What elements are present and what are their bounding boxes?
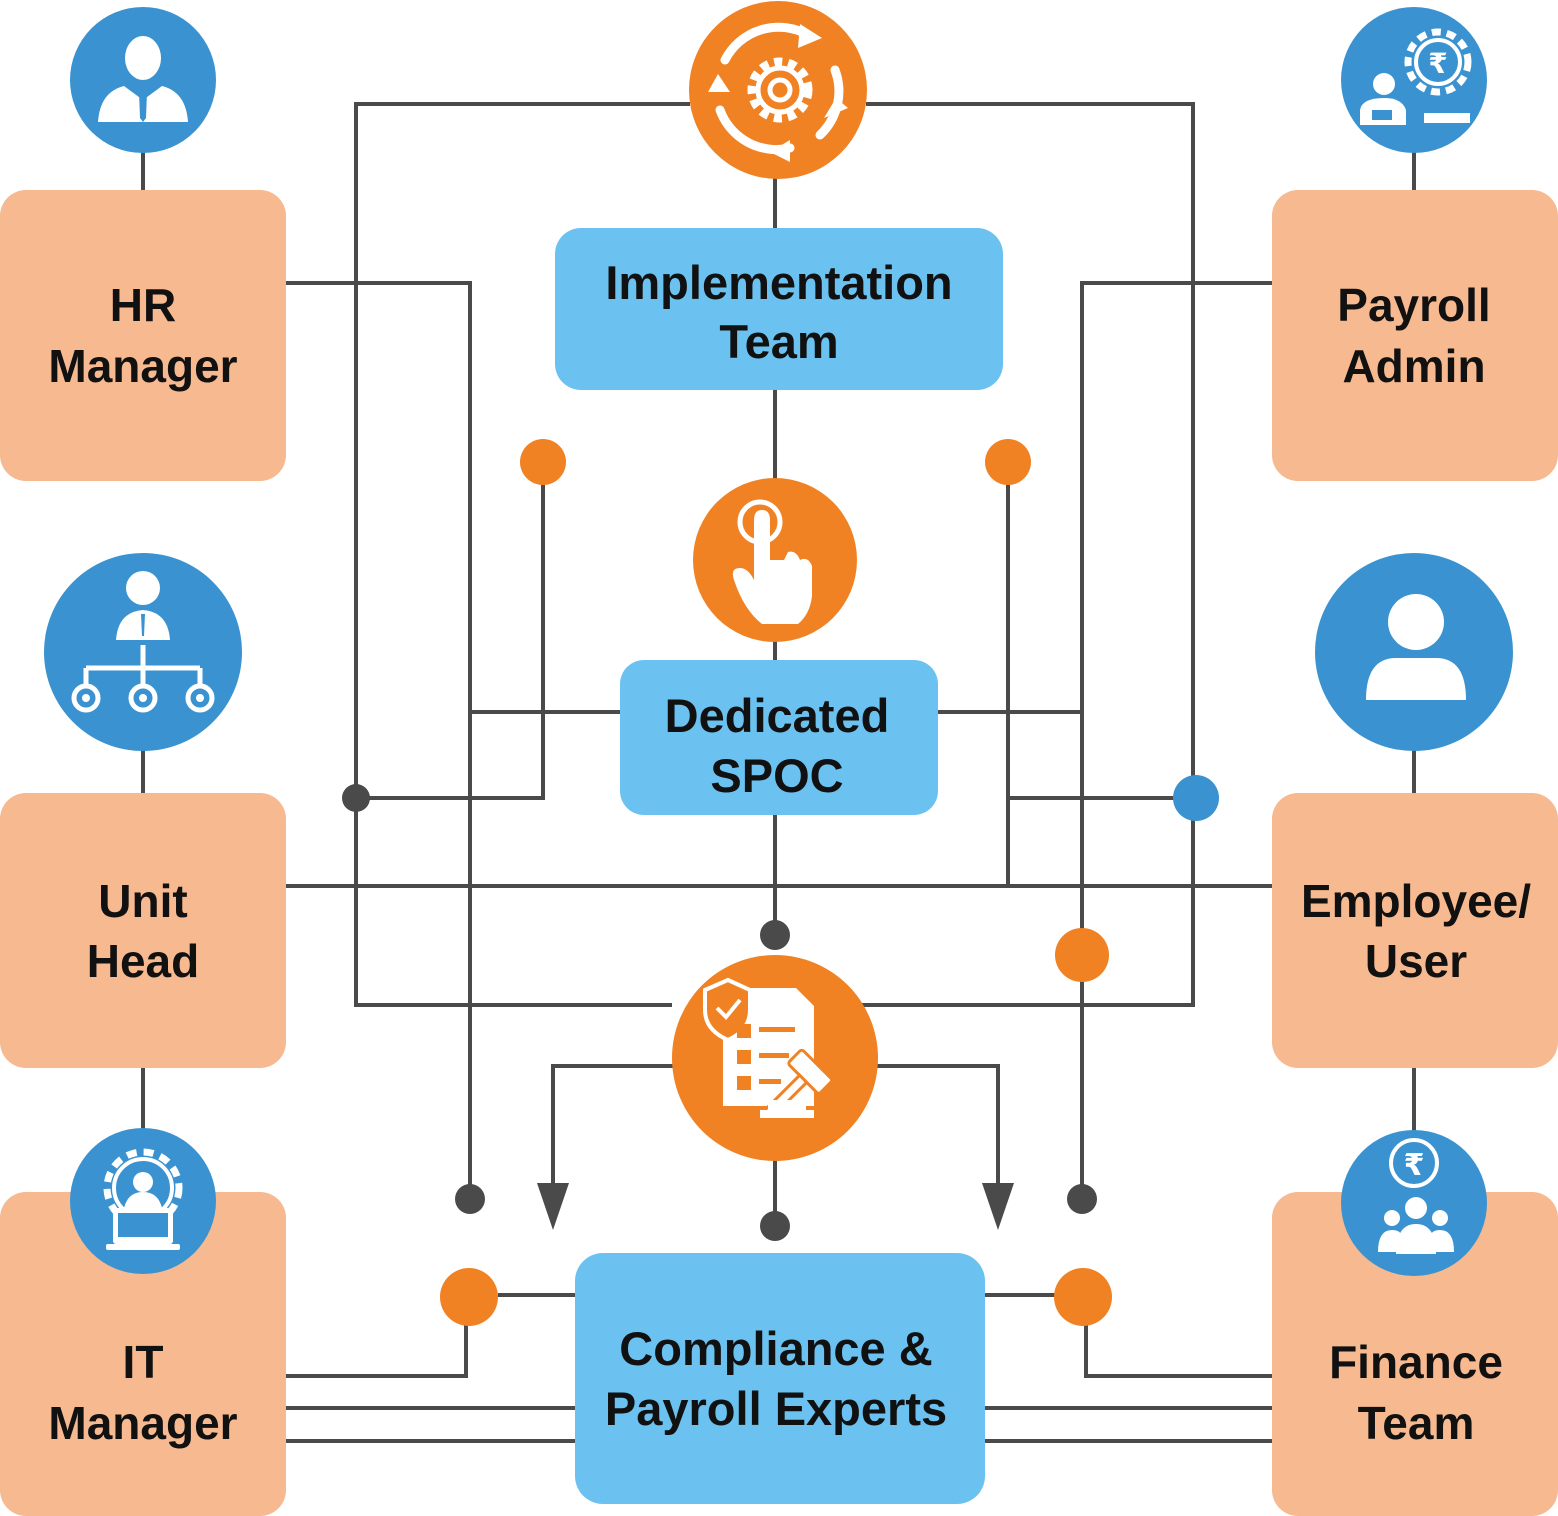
finance-team-label-line2: Team: [1358, 1397, 1475, 1449]
employee-user-label-line2: User: [1365, 935, 1467, 987]
arrow-left-down: [537, 1183, 569, 1230]
connector-lines: [141, 102, 1416, 1443]
it-manager-label-line1: IT: [123, 1336, 164, 1388]
employee-user-label-line1: Employee/: [1301, 875, 1531, 927]
org-hierarchy-icon: [44, 553, 242, 751]
hr-manager-label-line2: Manager: [48, 340, 237, 392]
user-icon: [1315, 553, 1513, 751]
cycle-gear-icon: [689, 1, 867, 179]
compliance-experts-node: Compliance & Payroll Experts: [575, 1253, 985, 1504]
hr-manager-node: HR Manager: [0, 190, 286, 481]
orange-dot: [1054, 1268, 1112, 1326]
business-person-icon: [70, 7, 216, 153]
it-admin-gear-laptop-icon: [70, 1128, 216, 1274]
svg-text:₹: ₹: [1428, 47, 1447, 80]
orange-dot: [1055, 928, 1109, 982]
unit-head-label-line1: Unit: [98, 875, 187, 927]
spoc-label-line2: SPOC: [710, 749, 843, 802]
dark-dot: [342, 784, 370, 812]
arrow-right-down: [982, 1183, 1014, 1230]
compliance-label-line2: Payroll Experts: [605, 1382, 947, 1435]
blue-dot: [1173, 775, 1219, 821]
orange-dot: [985, 439, 1031, 485]
dark-dot: [455, 1184, 485, 1214]
unit-head-node: Unit Head: [0, 793, 286, 1068]
it-manager-label-line2: Manager: [48, 1397, 237, 1449]
compliance-checklist-gavel-icon: [672, 955, 878, 1161]
rupee-group-icon: ₹: [1341, 1130, 1487, 1276]
hr-manager-label-line1: HR: [110, 279, 176, 331]
compliance-label-line1: Compliance &: [619, 1322, 932, 1375]
hand-tap-icon: [693, 478, 857, 642]
unit-head-label-line2: Head: [87, 935, 199, 987]
svg-text:₹: ₹: [1404, 1148, 1425, 1183]
spoc-label-line1: Dedicated: [665, 689, 890, 742]
employee-user-node: Employee/ User: [1272, 793, 1558, 1068]
rupee-gear-person-icon: ₹: [1341, 7, 1487, 153]
implementation-label-line2: Team: [719, 315, 838, 368]
dark-dot: [760, 1211, 790, 1241]
finance-team-node: Finance Team: [1272, 1192, 1558, 1516]
dark-dot: [760, 920, 790, 950]
implementation-team-node: Implementation Team: [555, 228, 1003, 390]
orange-dot: [520, 439, 566, 485]
it-manager-node: IT Manager: [0, 1192, 286, 1516]
payroll-admin-label-line2: Admin: [1342, 340, 1485, 392]
payroll-admin-label-line1: Payroll: [1337, 279, 1490, 331]
junction-dots: [342, 439, 1219, 1326]
payroll-admin-node: Payroll Admin: [1272, 190, 1558, 481]
orange-dot: [440, 1268, 498, 1326]
dark-dot: [1067, 1184, 1097, 1214]
finance-team-label-line1: Finance: [1329, 1336, 1503, 1388]
implementation-label-line1: Implementation: [605, 256, 952, 309]
dedicated-spoc-node: Dedicated SPOC: [620, 660, 938, 815]
